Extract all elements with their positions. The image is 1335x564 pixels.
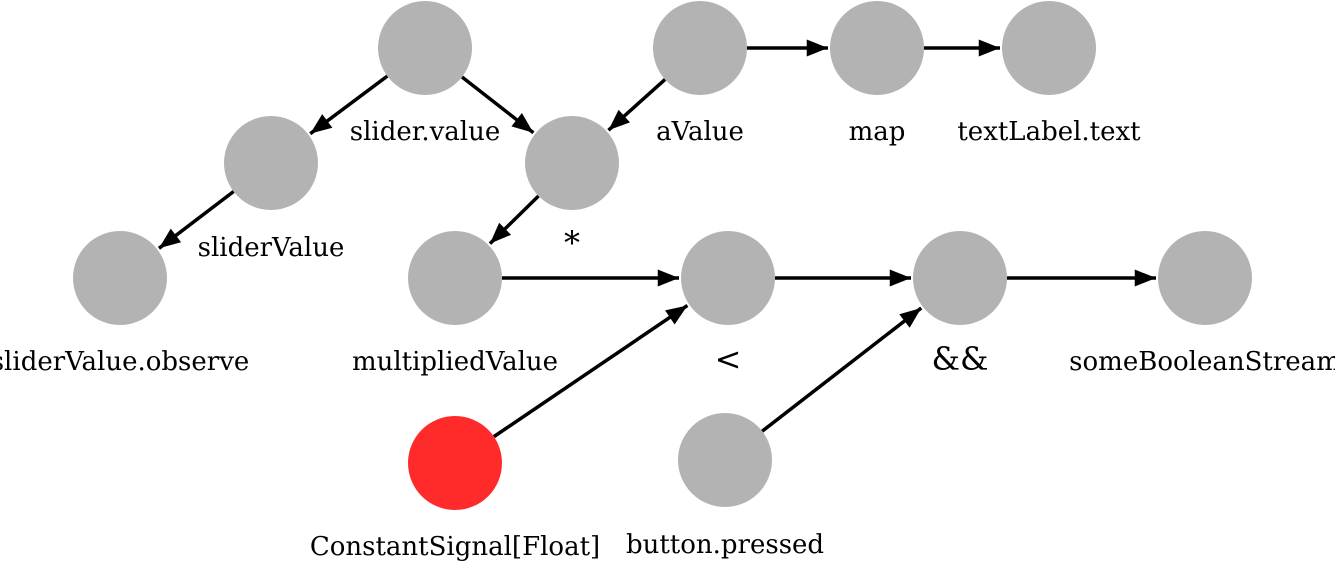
node-slider-value-observe [73,231,167,325]
label-and: && [932,340,989,378]
label-multiplied-value: multipliedValue [352,347,558,377]
label-slider-value-observe: sliderValue.observe [0,347,249,377]
node-button-pressed [678,413,772,507]
edge-a-value-to-multiply [607,78,667,132]
edge-button-pressed-to-and [761,306,923,433]
node-and [913,231,1007,325]
node-map [830,1,924,95]
node-slider-value-var [224,116,318,210]
label-slider-value-var: sliderValue [198,233,345,263]
node-multiply [525,116,619,210]
node-a-value [653,1,747,95]
edge-multiply-to-multiplied-value [488,194,540,245]
label-multiply: * [564,224,580,262]
label-less-than: < [715,340,742,378]
node-text-label-text [1002,1,1096,95]
edge-slider-value-to-multiply [460,75,535,135]
label-slider-value: slider.value [350,117,500,147]
edge-constant-signal-to-less-than [492,304,689,439]
node-multiplied-value [408,231,502,325]
node-some-boolean-stream [1158,231,1252,325]
edge-slider-value-var-to-slider-value-observe [157,190,235,250]
label-constant-signal: ConstantSignal[Float] [310,532,600,562]
node-less-than [681,231,775,325]
labels: slider.value aValue map textLabel.text s… [0,117,1335,562]
label-map: map [849,117,906,147]
label-text-label-text: textLabel.text [957,117,1141,147]
label-some-boolean-stream: someBooleanStream [1069,347,1335,377]
label-a-value: aValue [656,117,744,147]
nodes [73,1,1252,510]
label-button-pressed: button.pressed [626,530,824,560]
node-slider-value [378,1,472,95]
node-constant-signal [408,416,502,510]
edge-slider-value-to-slider-value-var [309,74,389,136]
edges [157,39,1156,439]
